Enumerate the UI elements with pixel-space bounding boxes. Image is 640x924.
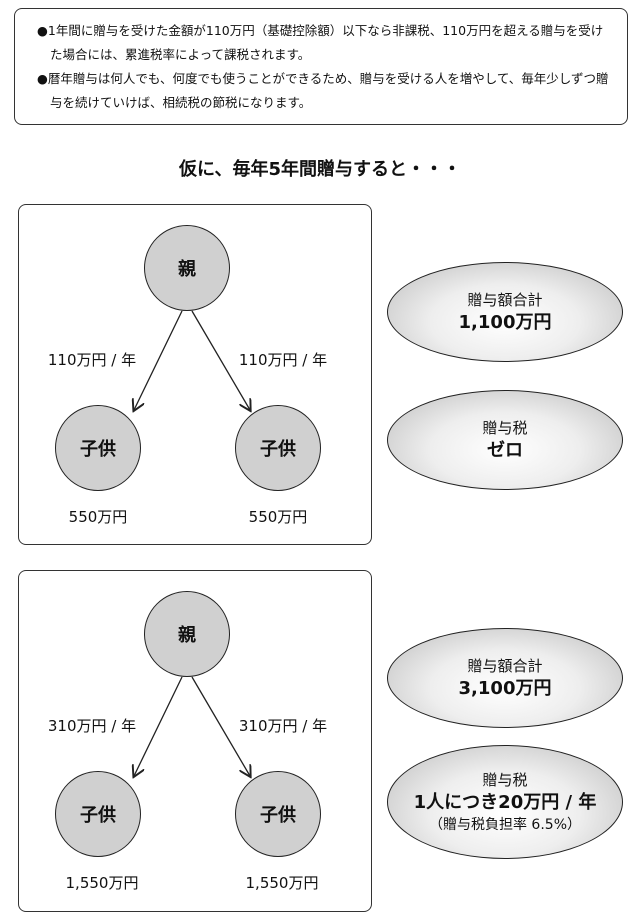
gift-left: 310万円 / 年: [47, 717, 137, 735]
note-1: ●1年間に贈与を受けた金額が110万円（基礎控除額）以下なら非課税、110万円を…: [37, 23, 604, 62]
scenario-panel-2: [18, 570, 372, 912]
arrow-left: [134, 676, 183, 776]
note-2: ●暦年贈与は何人でも、何度でも使うことができるため、贈与を受ける人を増やして、毎…: [37, 71, 609, 110]
total-right: 550万円: [248, 508, 308, 526]
total-left: 550万円: [68, 508, 128, 526]
gift-right: 310万円 / 年: [238, 717, 328, 735]
total-right: 1,550万円: [245, 874, 319, 892]
tax-value: 1人につき20万円 / 年: [413, 792, 597, 813]
arrow-right: [191, 676, 250, 776]
sum-ellipse: 贈与額合計 3,100万円: [387, 628, 623, 728]
child-node-left: 子供: [55, 771, 141, 857]
tax-ellipse: 贈与税 1人につき20万円 / 年 （贈与税負担率 6.5%）: [387, 745, 623, 859]
tax-label: 贈与税: [482, 771, 528, 789]
child-node-right: 子供: [235, 771, 321, 857]
gift-left: 110万円 / 年: [47, 351, 137, 369]
arrow-right: [191, 310, 250, 410]
sum-ellipse: 贈与額合計 1,100万円: [387, 262, 623, 362]
child-node-right: 子供: [235, 405, 321, 491]
sum-label: 贈与額合計: [467, 291, 543, 309]
arrow-left: [134, 310, 183, 410]
sum-label: 贈与額合計: [467, 657, 543, 675]
tax-label: 贈与税: [482, 419, 528, 437]
scenario-panel-1: [18, 204, 372, 545]
heading: 仮に、毎年5年間贈与すると・・・: [179, 159, 461, 180]
total-left: 1,550万円: [65, 874, 139, 892]
tax-note: （贈与税負担率 6.5%）: [428, 817, 582, 833]
child-node-left: 子供: [55, 405, 141, 491]
sum-value: 3,100万円: [458, 678, 552, 699]
tax-value: ゼロ: [487, 440, 523, 461]
parent-node: 親: [144, 225, 230, 311]
parent-node: 親: [144, 591, 230, 677]
sum-value: 1,100万円: [458, 312, 552, 333]
gift-right: 110万円 / 年: [238, 351, 328, 369]
tax-ellipse: 贈与税 ゼロ: [387, 390, 623, 490]
info-note-box: ●1年間に贈与を受けた金額が110万円（基礎控除額）以下なら非課税、110万円を…: [14, 8, 628, 125]
